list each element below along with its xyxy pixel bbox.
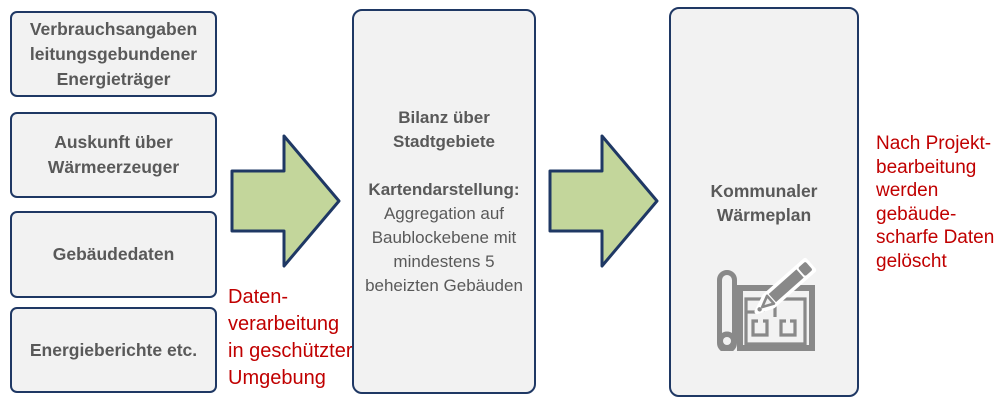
input-box-auskunft-waermeerzeuger: Auskunft über Wärmeerzeuger [10,112,217,198]
annotation-data-deletion: Nach Projekt- bearbeitung werden gebäude… [876,133,995,272]
process-box-body: Aggregation auf Baublockebene mit mindes… [365,203,523,295]
flow-arrow-right-icon [548,134,659,268]
flow-arrow-right-icon [230,134,341,268]
input-box-energieberichte: Energieberichte etc. [10,307,217,393]
input-box-label: Auskunft über Wärmeerzeuger [47,132,180,177]
blueprint-floorplan-pencil-icon [708,257,820,357]
input-box-label: Gebäudedaten [52,244,175,264]
process-box-subtitle: Kartendarstellung: [368,179,520,199]
input-box-verbrauchsangaben: Verbrauchsangaben leitungsgebundener Ene… [10,11,217,97]
output-box-title: Kommunaler Wärmeplan [710,181,818,225]
process-box-bilanz-stadtgebiete: Bilanz über Stadtgebiete Kartendarstellu… [352,9,536,394]
output-box-kommunaler-waermeplan: Kommunaler Wärmeplan [669,7,859,397]
process-box-title: Bilanz über Stadtgebiete [392,107,496,151]
input-box-label: Energieberichte etc. [29,339,198,360]
input-box-gebaeudedaten: Gebäudedaten [10,211,217,298]
input-box-label: Verbrauchsangaben leitungsgebundener Ene… [29,18,198,89]
annotation-protected-environment: Daten- verarbeitung in geschützter Umgeb… [228,286,353,389]
